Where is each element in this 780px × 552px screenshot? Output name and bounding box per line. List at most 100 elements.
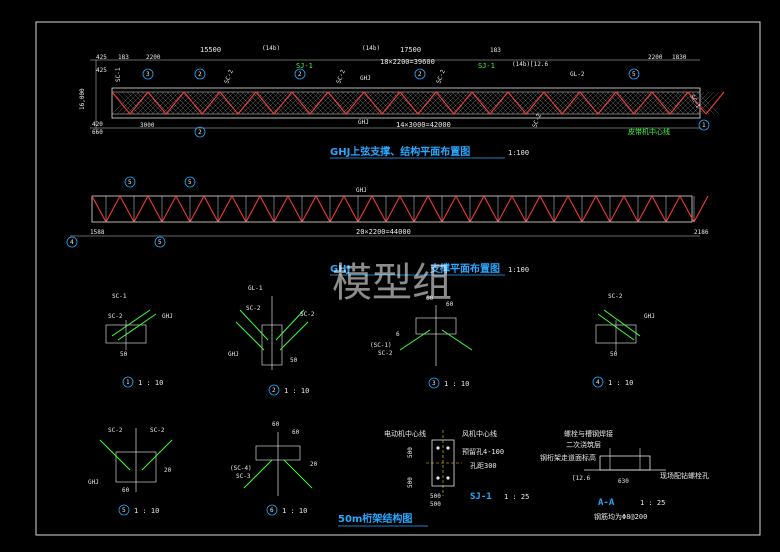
hatch-line bbox=[146, 91, 170, 115]
hatch-line bbox=[406, 91, 430, 115]
d5-60: 60 bbox=[122, 487, 130, 494]
marker-2a: 2 bbox=[198, 71, 202, 78]
hatch-line bbox=[291, 91, 315, 115]
hatch-line bbox=[606, 91, 630, 115]
hatch-line bbox=[426, 91, 450, 115]
label-ghj-plan2: GHJ bbox=[356, 187, 367, 194]
dim-14x3000: 14×3000=42000 bbox=[396, 121, 451, 129]
plan-2: GHJ 1588 20×2200=44000 2186 5 5 4 5 GHJ … bbox=[66, 176, 709, 276]
truss-diagonal bbox=[255, 91, 275, 115]
truss-diagonal bbox=[651, 91, 671, 115]
dim-2200-right: 2200 bbox=[648, 54, 663, 61]
truss-diagonal bbox=[273, 195, 289, 223]
truss-diagonal bbox=[91, 195, 107, 223]
truss-diagonal bbox=[399, 195, 415, 223]
truss-diagonal bbox=[237, 91, 257, 115]
hatch-line bbox=[366, 91, 390, 115]
d4-sc2: SC-2 bbox=[608, 293, 623, 300]
truss-diagonal bbox=[511, 195, 527, 223]
hatch-line bbox=[261, 91, 285, 115]
d1-50: 50 bbox=[120, 351, 128, 358]
dim-14b-2: (14b) bbox=[362, 45, 380, 52]
truss-diagonal bbox=[175, 195, 191, 223]
plan-2-title: 支撑平面布置图 bbox=[429, 262, 500, 275]
d2-scale: 1 : 10 bbox=[284, 387, 309, 395]
truss-diagonal bbox=[637, 195, 653, 223]
hatch-line bbox=[401, 91, 425, 115]
hatch-line bbox=[601, 91, 625, 115]
detail-1: SC-1 SC-2 GHJ 50 1 1 : 10 bbox=[105, 293, 173, 388]
sj1-scale: 1 : 25 bbox=[504, 493, 529, 501]
truss-2-outline bbox=[91, 195, 693, 223]
truss-diagonal bbox=[567, 195, 583, 223]
truss-diagonal bbox=[525, 195, 541, 223]
truss-diagonal bbox=[595, 195, 611, 223]
hatch-line bbox=[646, 91, 670, 115]
hatch-line bbox=[316, 91, 340, 115]
truss-diagonal bbox=[129, 91, 149, 115]
d4-50: 50 bbox=[610, 351, 618, 358]
dim-12-6: [12.6 bbox=[530, 61, 548, 68]
hatch-line bbox=[116, 91, 140, 115]
hatch-line bbox=[171, 91, 195, 115]
d1-sc2: SC-2 bbox=[108, 313, 123, 320]
marker-3: 3 bbox=[146, 71, 150, 78]
hatch-line bbox=[296, 91, 320, 115]
truss-diagonal bbox=[327, 91, 347, 115]
hatch-line bbox=[211, 91, 235, 115]
sj1-dim-500d: 500 bbox=[430, 501, 441, 508]
plan-1-title: GHJ上弦支撑、结构平面布置图 bbox=[330, 145, 470, 158]
truss-diagonal bbox=[343, 195, 359, 223]
sj1-dim-500c: 500 bbox=[430, 493, 441, 500]
hatch-line bbox=[206, 91, 230, 115]
hatch-line bbox=[411, 91, 435, 115]
hatch-line bbox=[661, 91, 685, 115]
d3-60a: 60 bbox=[426, 295, 434, 302]
aa-grout: 二次浇筑层 bbox=[566, 440, 601, 449]
sj1-hole-spacing: 孔距300 bbox=[470, 462, 497, 470]
hatch-line bbox=[136, 91, 160, 115]
aa-dim-126: [12.6 bbox=[572, 475, 590, 482]
hatch-line bbox=[461, 91, 485, 115]
detail-6: 60 60 (SC-4) SC-3 20 6 1 : 10 bbox=[230, 421, 318, 516]
marker-5b: 5 bbox=[188, 179, 192, 186]
d4-ghj: GHJ bbox=[644, 313, 655, 320]
dim-2200-left: 2200 bbox=[146, 54, 161, 61]
marker-2c: 2 bbox=[198, 129, 202, 136]
truss-diagonal bbox=[363, 91, 383, 115]
d5-sc2b: SC-2 bbox=[150, 427, 165, 434]
hatch-line bbox=[216, 91, 240, 115]
hatch-line bbox=[311, 91, 335, 115]
truss-diagonal bbox=[539, 195, 555, 223]
d3-6: 6 bbox=[396, 331, 400, 338]
hatch-line bbox=[191, 91, 215, 115]
d1-scale: 1 : 10 bbox=[138, 379, 163, 387]
truss-diagonal bbox=[203, 195, 219, 223]
hatch-line bbox=[671, 91, 695, 115]
d5-num: 5 bbox=[122, 507, 126, 514]
hatch-line bbox=[576, 91, 600, 115]
hatch-line bbox=[121, 91, 145, 115]
truss-diagonal bbox=[483, 195, 499, 223]
drawing-title: 50m桁架结构图 bbox=[338, 512, 412, 525]
truss-diagonal bbox=[291, 91, 311, 115]
truss-diagonal bbox=[597, 91, 617, 115]
hatch-line bbox=[111, 91, 135, 115]
truss-diagonal bbox=[119, 195, 135, 223]
marker-4: 4 bbox=[70, 239, 74, 246]
hatch-line bbox=[526, 91, 550, 115]
truss-diagonal bbox=[231, 195, 247, 223]
hatch-line bbox=[481, 91, 505, 115]
hatch-line bbox=[396, 91, 420, 115]
hatch-line bbox=[491, 91, 515, 115]
truss-diagonal bbox=[469, 195, 485, 223]
truss-diagonal bbox=[561, 91, 581, 115]
sj1-dim-500b: 500 bbox=[407, 477, 414, 488]
d6-60a: 60 bbox=[272, 421, 280, 428]
aa-walkway: 钢桁架走道面标高 bbox=[540, 453, 596, 462]
label-sc2-c: SC-2 bbox=[435, 68, 447, 84]
truss-diagonal bbox=[287, 195, 303, 223]
truss-diagonal bbox=[315, 195, 331, 223]
sj1-motor-center: 电动机中心线 bbox=[384, 429, 426, 438]
hatch-line bbox=[371, 91, 395, 115]
